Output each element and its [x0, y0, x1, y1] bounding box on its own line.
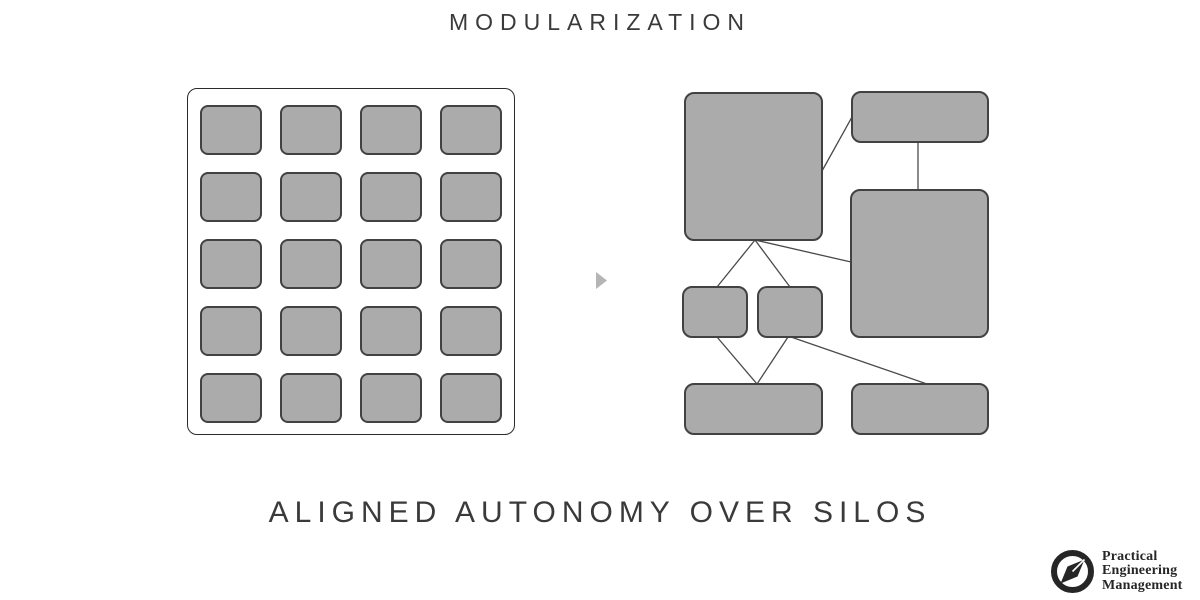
silo-cell: [280, 306, 342, 356]
silo-cell: [280, 373, 342, 423]
silo-cell: [200, 105, 262, 155]
silo-cell: [280, 105, 342, 155]
silo-cell: [440, 239, 502, 289]
page-title: MODULARIZATION: [448, 9, 752, 35]
silo-cell: [200, 373, 262, 423]
connector-line: [754, 239, 852, 263]
module-box-large-top-left: [684, 92, 823, 241]
silo-cell: [440, 172, 502, 222]
logo-text-line: Management: [1102, 577, 1183, 593]
silos-grid-container: [187, 88, 515, 435]
compass-logo-icon: [1051, 550, 1094, 593]
silo-cell: [360, 239, 422, 289]
subtitle-caption: ALIGNED AUTONOMY OVER SILOS: [268, 496, 932, 529]
connector-line: [754, 239, 791, 288]
silo-cell: [440, 306, 502, 356]
logo-wordmark: Practical Engineering Management: [1102, 548, 1183, 594]
connector-line: [756, 336, 789, 385]
silo-cell: [360, 105, 422, 155]
silo-cell: [440, 373, 502, 423]
logo-text-line: Engineering: [1102, 563, 1178, 579]
module-box-wide-bottom-right: [851, 383, 989, 435]
module-box-small-right: [757, 286, 823, 338]
silo-cell: [200, 239, 262, 289]
silo-cell: [200, 172, 262, 222]
connector-line: [821, 116, 853, 172]
silo-cell: [360, 373, 422, 423]
module-box-wide-top-right: [851, 91, 989, 143]
silo-cell: [280, 172, 342, 222]
silo-cell: [360, 172, 422, 222]
connector-line: [790, 336, 928, 385]
connector-line: [716, 239, 756, 288]
logo-text-line: Practical: [1102, 548, 1158, 564]
brand-logo: Practical Engineering Management: [1050, 549, 1183, 594]
silo-cell: [440, 105, 502, 155]
module-box-large-mid-right: [850, 189, 989, 338]
connector-line: [716, 336, 758, 385]
silo-cell: [360, 306, 422, 356]
module-box-wide-bottom-left: [684, 383, 823, 435]
module-box-small-left: [682, 286, 748, 338]
silo-cell: [200, 306, 262, 356]
transform-arrow-icon: [596, 272, 607, 289]
silo-cell: [280, 239, 342, 289]
